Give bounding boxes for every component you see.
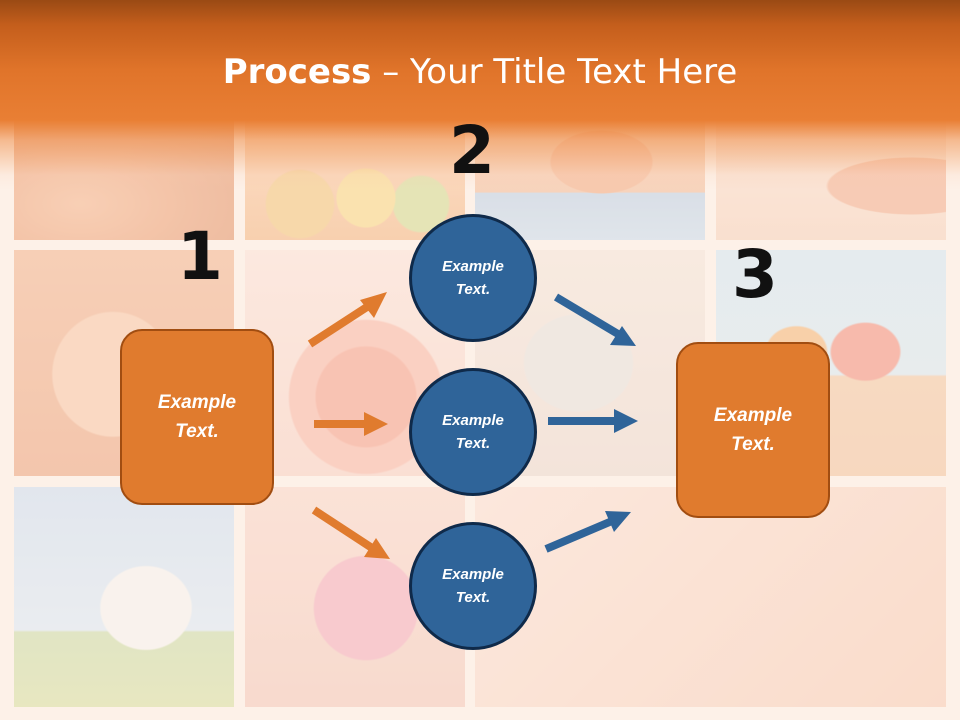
arrow-from-bottom-circle <box>544 511 631 553</box>
left-box-label: Example Text. <box>157 392 237 442</box>
photo-tile-woman-meadow <box>14 487 234 707</box>
bottom-circle-label: Example Text. <box>442 566 504 606</box>
arrow-to-bottom-circle <box>311 506 390 559</box>
step-number-2: 2 <box>449 112 495 189</box>
arrow-from-middle-circle <box>548 409 638 433</box>
middle-circle: Example Text. <box>409 368 537 496</box>
top-circle: Example Text. <box>409 214 537 342</box>
step-number-3: 3 <box>732 236 778 313</box>
title-band <box>0 0 960 190</box>
arrow-to-top-circle <box>307 292 387 348</box>
step-number-1: 1 <box>177 218 223 295</box>
top-circle-label: Example Text. <box>442 258 504 298</box>
slide-title: Process – Your Title Text Here <box>0 52 960 92</box>
right-process-box: Example Text. <box>676 342 830 518</box>
right-box-label: Example Text. <box>713 405 793 455</box>
title-bold: Process <box>222 52 372 92</box>
arrow-from-top-circle <box>553 293 636 346</box>
middle-circle-label: Example Text. <box>442 412 504 452</box>
title-rest: – Your Title Text Here <box>371 52 738 92</box>
arrow-to-middle-circle <box>314 412 388 436</box>
bottom-circle: Example Text. <box>409 522 537 650</box>
left-process-box: Example Text. <box>120 329 274 505</box>
photo-tile-soft-orange <box>475 487 946 707</box>
